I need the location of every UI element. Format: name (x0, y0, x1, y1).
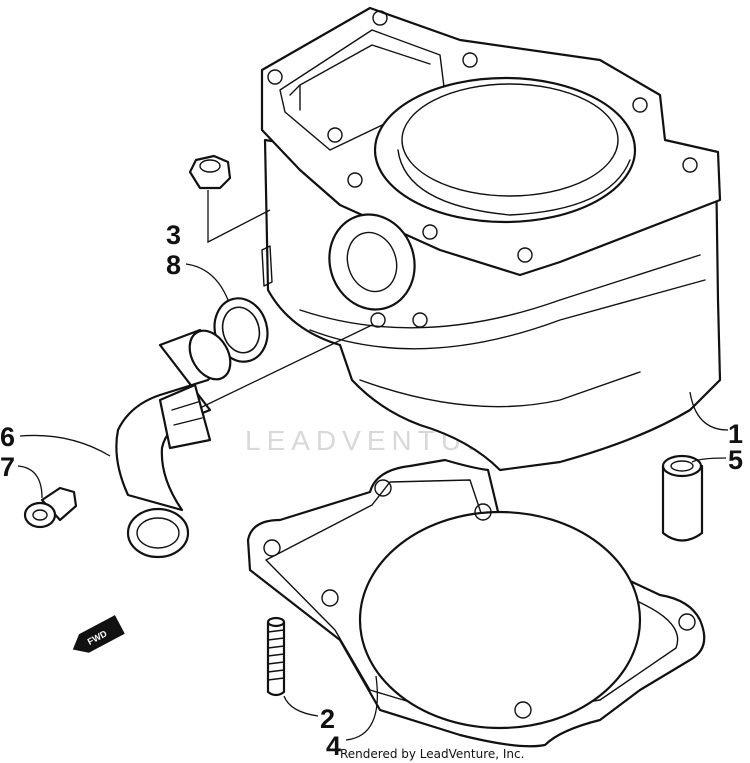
callout-4[interactable]: 4 (326, 731, 341, 761)
callout-8[interactable]: 8 (166, 250, 181, 280)
stud-part[interactable] (266, 616, 286, 697)
intake-boot-outlet (188, 329, 232, 381)
leader-3 (207, 190, 271, 244)
stud-shaft (266, 620, 286, 697)
cylinder-bore-outer (373, 76, 637, 224)
cylinder-intake-port (328, 213, 416, 311)
leader-8 (185, 263, 229, 301)
stud-threads (267, 629, 285, 681)
cylinder-deck-slot (289, 44, 431, 111)
callout-5[interactable]: 5 (728, 445, 743, 475)
cylinder-intake-port-bore (346, 231, 398, 293)
gasket-holes (263, 479, 696, 719)
cylinder-side-boss (261, 245, 273, 287)
gasket-part[interactable] (246, 458, 706, 748)
cylinder-port-boss-right (412, 312, 428, 328)
render-credit: Rendered by LeadVenture, Inc. (340, 747, 524, 761)
callouts: 1 2 3 4 5 6 7 8 (0, 220, 743, 761)
leader-2 (283, 695, 319, 717)
screw-socket (32, 509, 48, 521)
callout-7[interactable]: 7 (0, 452, 15, 482)
fwd-direction-indicator: FWD (72, 615, 125, 653)
intake-boot-part[interactable] (115, 323, 238, 559)
o-ring-inner (221, 306, 261, 354)
leader-5 (691, 457, 727, 463)
nut-part[interactable] (188, 154, 232, 190)
leader-6 (19, 434, 111, 457)
leader-7 (17, 465, 43, 499)
intake-boot-inlet (126, 507, 190, 559)
cylinder-bore-wall (397, 149, 631, 216)
callout-3[interactable]: 3 (166, 220, 181, 250)
fwd-arrow-icon (72, 615, 125, 653)
cylinder-port-boss-left (370, 312, 386, 328)
screw-part[interactable] (23, 486, 78, 529)
screw-shank (40, 486, 78, 522)
nut-hole (199, 159, 221, 173)
cylinder-bore-inner (401, 83, 619, 197)
dowel-pin-top (661, 454, 703, 478)
callout-6[interactable]: 6 (0, 422, 15, 452)
leader-intake-alignment (199, 324, 373, 409)
callout-2[interactable]: 2 (320, 704, 335, 734)
screw-head (23, 501, 57, 529)
dowel-pin-body (661, 464, 704, 542)
dowel-pin-bore (670, 460, 694, 472)
callout-1[interactable]: 1 (728, 419, 743, 449)
intake-boot-flange (158, 383, 212, 450)
stud-top (266, 616, 286, 628)
intake-boot-inlet-bore (136, 517, 180, 549)
leader-lines (17, 190, 729, 741)
leader-1 (689, 391, 729, 431)
o-ring-part[interactable] (208, 292, 275, 367)
intake-boot-flange-ribs (171, 401, 203, 426)
cylinder-part[interactable] (260, 6, 722, 472)
leader-4 (345, 675, 379, 741)
dowel-pin-part[interactable] (661, 454, 704, 542)
cylinder-stud-holes (267, 10, 698, 263)
gasket-bore (358, 510, 642, 730)
